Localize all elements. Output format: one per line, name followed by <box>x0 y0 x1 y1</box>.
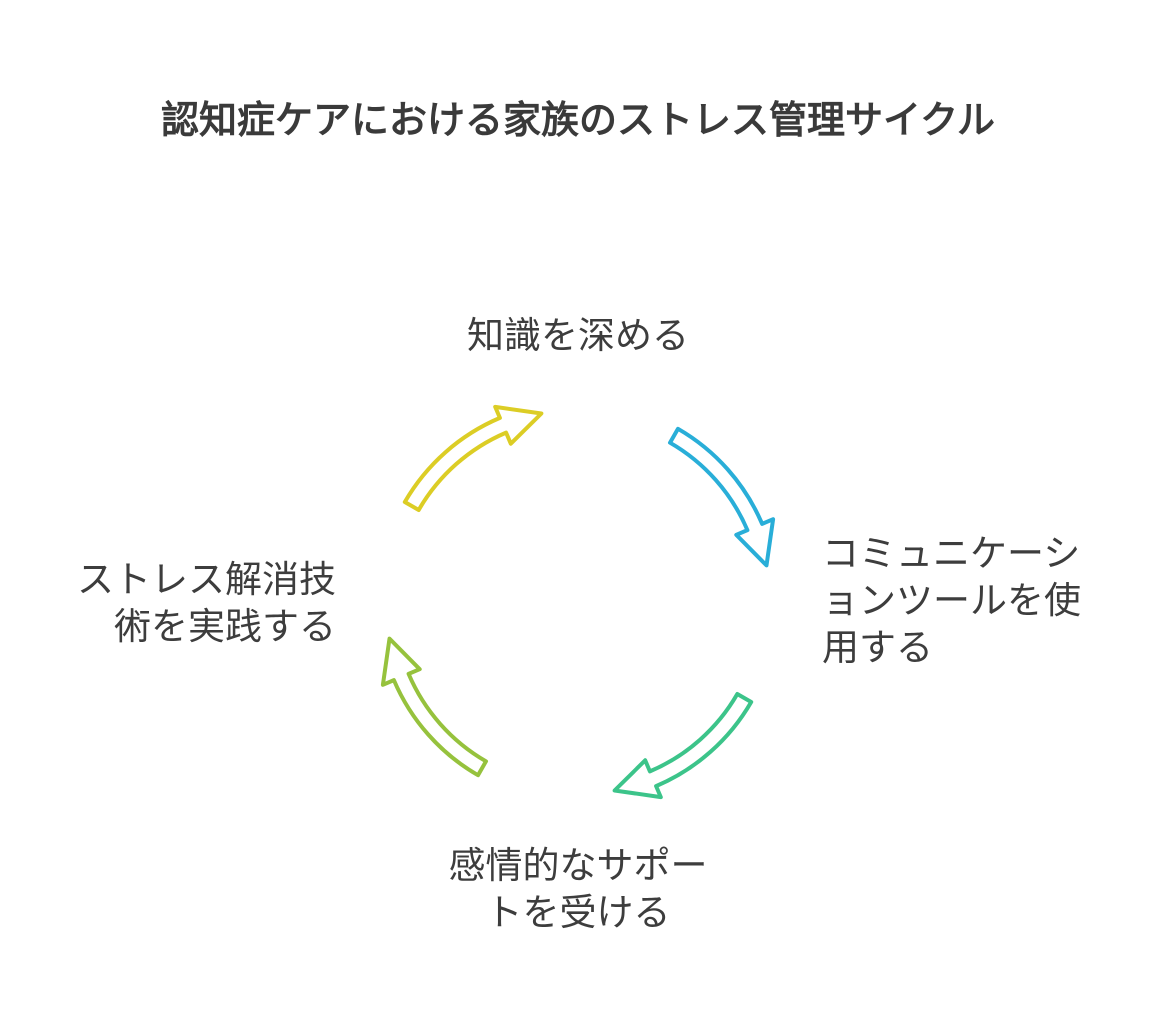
step-label-line: トを受ける <box>485 891 671 934</box>
step-label-line: 感情的なサポー <box>448 844 708 887</box>
step-label-emotional-support: 感情的なサポー トを受ける <box>378 842 778 936</box>
arrow-emotional-support <box>380 636 488 778</box>
step-label-line: コミュニケーシ <box>822 532 1081 575</box>
step-label-line: ョンツールを使 <box>822 579 1081 622</box>
diagram-title: 認知症ケアにおける家族のストレス管理サイクル <box>160 98 996 142</box>
arrow-communication <box>612 692 754 800</box>
step-label-knowledge: 知識を深める <box>378 312 778 359</box>
step-label-line: 知識を深める <box>467 314 689 357</box>
step-label-line: 用する <box>822 626 933 669</box>
step-label-line: ストレス解消技 <box>77 558 336 601</box>
arrow-knowledge <box>668 426 776 568</box>
step-label-line: 術を実践する <box>114 605 336 648</box>
arrow-stress-relief <box>402 404 544 512</box>
step-label-communication: コミュニケーシ ョンツールを使 用する <box>822 530 1112 671</box>
step-label-stress-relief: ストレス解消技 術を実践する <box>40 556 336 650</box>
